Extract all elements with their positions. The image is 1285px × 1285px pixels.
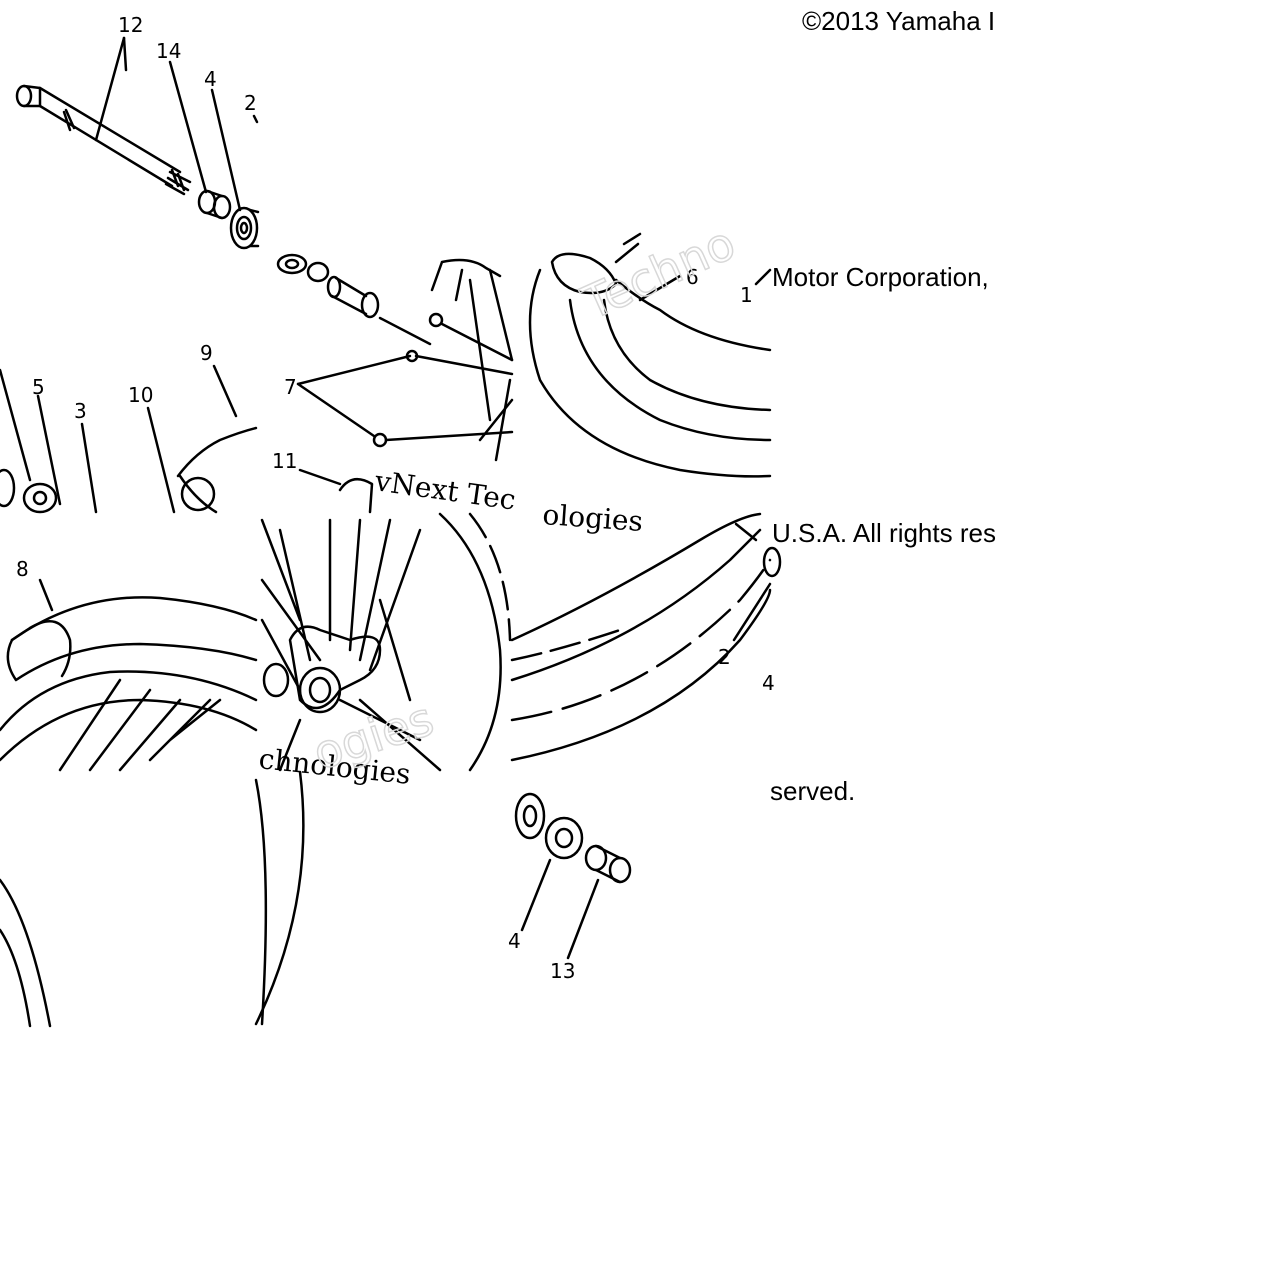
axle-part [15, 84, 192, 196]
watermark-ologies: ologies [542, 498, 645, 538]
collar-part [584, 844, 632, 884]
callout-2-lower: 2 [718, 645, 731, 669]
callout-labels: 12 14 4 2 5 3 10 9 7 11 6 1 8 2 4 4 13 [16, 13, 775, 983]
callout-10: 10 [128, 383, 153, 407]
callout-12: 12 [118, 13, 143, 37]
bearing-part [229, 206, 260, 250]
callout-2: 2 [244, 91, 257, 115]
lower-bearing-part [514, 792, 546, 840]
callout-4-lower: 4 [762, 671, 775, 695]
wheel-rim-part [510, 512, 782, 762]
spacer-part [197, 189, 232, 220]
callout-5: 5 [32, 375, 45, 399]
front-fender-part [0, 596, 258, 762]
callout-9: 9 [200, 341, 213, 365]
callout-6: 6 [686, 265, 699, 289]
callout-1: 1 [740, 283, 753, 307]
spoke-nipples [372, 312, 514, 448]
hub-part [262, 625, 422, 742]
fender-part [528, 232, 772, 478]
callout-7: 7 [284, 375, 297, 399]
watermark: Techno vNext Tec ologies chnologies ogie… [257, 215, 743, 791]
callout-14: 14 [156, 39, 181, 63]
spokes [260, 518, 442, 772]
hub-spacer-part [276, 253, 380, 319]
fender-rear-part [176, 426, 258, 514]
callout-4: 4 [204, 67, 217, 91]
copyright-line-1: ©2013 Yamaha I [802, 6, 996, 36]
copyright-line-2: Motor Corporation, [772, 262, 989, 292]
lower-rim-part [0, 770, 305, 1028]
copyright-line-4: served. [770, 776, 856, 806]
callout-13: 13 [550, 959, 575, 983]
watermark-vnext: vNext Tec [372, 464, 518, 517]
left-bearing-part [0, 468, 58, 514]
callout-8: 8 [16, 557, 29, 581]
callout-4-bottom: 4 [508, 929, 521, 953]
callout-3: 3 [74, 399, 87, 423]
callout-11: 11 [272, 449, 297, 473]
copyright-line-3: U.S.A. All rights res [772, 518, 996, 548]
watermark-ghost-techno: Techno [574, 216, 743, 331]
lower-spacer-part [544, 816, 584, 860]
